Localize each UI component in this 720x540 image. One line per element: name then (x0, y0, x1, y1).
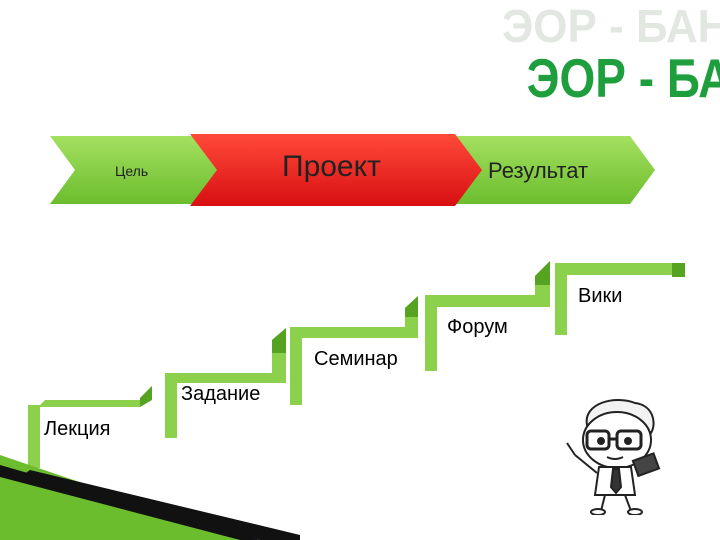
flow-chevron-result (445, 136, 655, 204)
step-task (165, 328, 286, 438)
bottom-swoosh-decoration (0, 455, 300, 540)
step-label-lecture: Лекция (44, 418, 111, 440)
logo-text: ЭОР - БАНК (527, 47, 720, 109)
cartoon-student-with-glasses-icon (566, 399, 661, 515)
eor-bank-logo: ЭОР - БАНК ЭОР - БАНК (502, 0, 720, 109)
learning-staircase (0, 261, 685, 540)
step-label-forum: Форум (447, 316, 508, 338)
step-wiki (555, 263, 685, 335)
step-seminar (290, 296, 418, 405)
step-label-wiki: Вики (578, 285, 623, 307)
step-label-task: Задание (181, 383, 261, 405)
flow-label-project: Проект (282, 150, 381, 183)
flow-label-result: Результат (488, 158, 589, 183)
flow-chevron-project (190, 134, 482, 206)
flow-diagram (50, 134, 655, 206)
step-label-seminar: Семинар (314, 348, 398, 370)
step-lecture (28, 386, 152, 468)
flow-label-goal: Цель (115, 163, 149, 179)
logo-shadow-text: ЭОР - БАНК (502, 0, 720, 52)
step-forum (425, 261, 550, 371)
